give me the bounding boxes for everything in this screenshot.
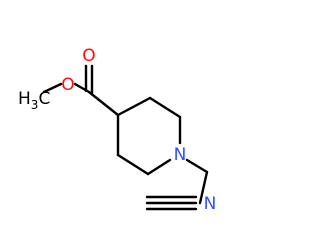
molecule-diagram: O O H3C N N bbox=[18, 46, 216, 214]
bond-methyl-oxygen bbox=[42, 82, 63, 94]
atom-methyl-subscript: 3 bbox=[31, 98, 39, 112]
bonds bbox=[42, 64, 209, 211]
bond-n-ch2 bbox=[185, 158, 209, 174]
atom-nitrogen-ring: N bbox=[174, 145, 187, 165]
bond-ch2-nitrile-carbon bbox=[198, 170, 209, 205]
atom-methyl: H3C bbox=[18, 89, 50, 112]
bond-carbonyl-ring bbox=[87, 90, 120, 117]
atom-nitrogen-nitrile: N bbox=[204, 194, 217, 214]
structure-svg: O O H3C N N bbox=[18, 46, 216, 214]
bond-ring-c6-c5 bbox=[116, 153, 150, 176]
bond-ring-c4-c3 bbox=[116, 96, 152, 117]
atom-oxygen-carbonyl: O bbox=[82, 46, 95, 66]
atom-oxygen-ester: O bbox=[61, 75, 74, 95]
atom-labels: O O H3C N N bbox=[18, 46, 216, 214]
bond-ring-n-c6 bbox=[146, 158, 172, 176]
atom-methyl-c: C bbox=[38, 89, 50, 109]
atom-methyl-h: H bbox=[18, 89, 31, 109]
bond-ring-c3-c2 bbox=[148, 96, 182, 119]
